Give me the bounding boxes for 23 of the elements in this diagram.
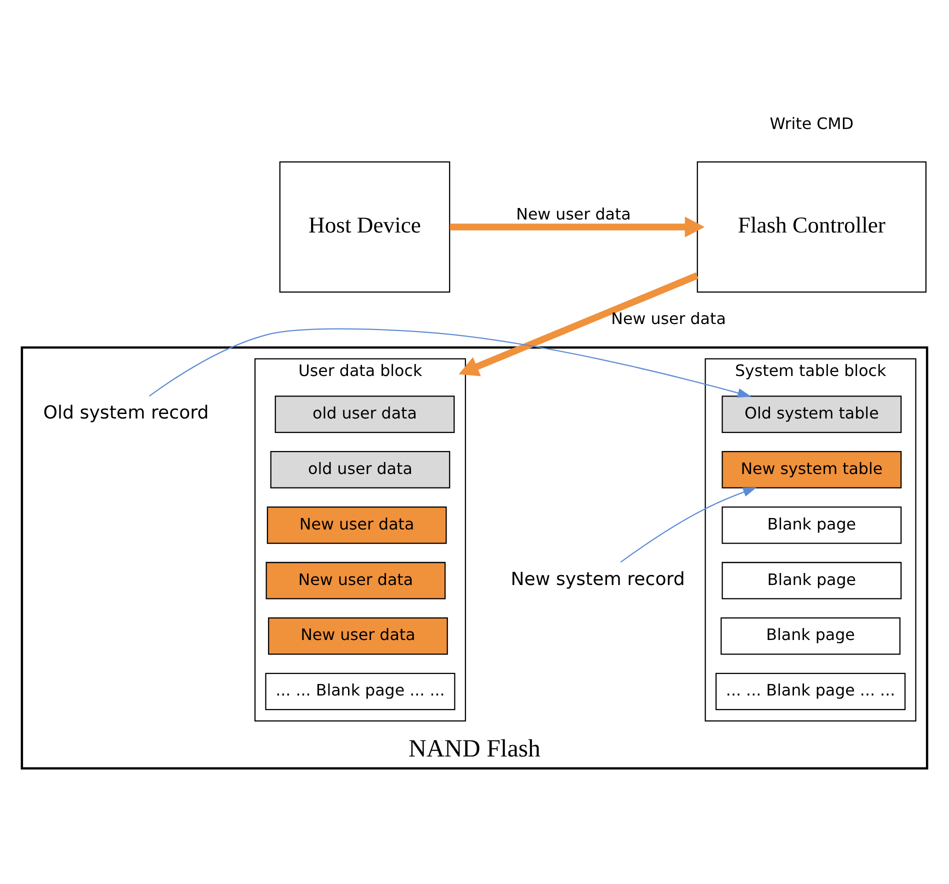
node-box: Blank page xyxy=(722,506,902,544)
node-box: old user data xyxy=(270,451,450,488)
node-box: Host Device xyxy=(279,161,450,293)
node-box: New user data xyxy=(268,617,448,655)
edge-label: New user data xyxy=(611,308,726,328)
node-box: New system table xyxy=(722,451,902,488)
label: Write CMD xyxy=(770,114,854,133)
arrow xyxy=(148,328,752,398)
node-box: ... ... Blank page ... ... xyxy=(716,672,906,710)
edge-label: New user data xyxy=(516,204,631,224)
node-box: Blank page xyxy=(722,562,902,600)
node-box: New user data xyxy=(266,562,446,600)
node-box: Old system table xyxy=(722,396,902,433)
node-box: Flash Controller xyxy=(696,161,927,293)
arrow xyxy=(620,487,757,563)
arrow xyxy=(450,216,705,238)
node-text: New system record xyxy=(510,568,685,590)
arrow xyxy=(458,272,698,376)
node-text: Old system record xyxy=(43,402,209,424)
node-box: ... ... Blank page ... ... xyxy=(265,672,456,710)
node-box: Blank page xyxy=(720,617,900,655)
node-box: New user data xyxy=(266,506,447,544)
node-box: old user data xyxy=(274,396,455,433)
